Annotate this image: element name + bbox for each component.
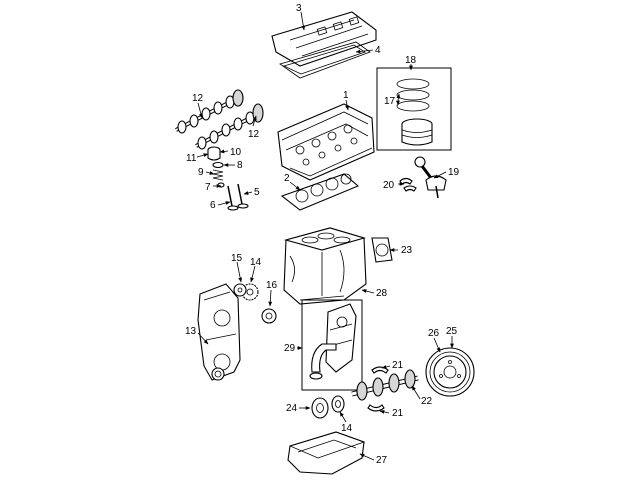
main-bearing-lower: [367, 404, 385, 412]
intake-valve: [227, 185, 239, 211]
head-gasket: [280, 173, 360, 211]
valve-spring: [212, 169, 224, 181]
main-bearing-upper: [371, 366, 389, 374]
callout-19: 19: [448, 167, 460, 178]
rear-main-seal: [371, 237, 393, 263]
callout-6: 6: [210, 200, 216, 211]
engine-block: [283, 227, 367, 305]
callout-9: 9: [198, 167, 204, 178]
callout-11: 11: [186, 153, 197, 164]
timing-cover: [197, 283, 241, 381]
rod-bolt: [435, 185, 439, 199]
callout-13: 13: [185, 326, 197, 337]
front-seal: [211, 367, 225, 381]
leader-lines: [196, 11, 454, 461]
callout-21-bottom: 21: [392, 408, 404, 419]
callout-22: 22: [421, 396, 433, 407]
valve-cover: [271, 11, 377, 67]
piston: [401, 118, 433, 146]
valve-lifter: [207, 146, 221, 161]
valve-cover-gasket: [279, 41, 371, 79]
callout-7: 7: [205, 182, 211, 193]
callout-10: 10: [230, 147, 242, 158]
callout-5: 5: [254, 187, 260, 198]
callout-12-bottom: 12: [248, 129, 260, 140]
callout-20: 20: [383, 180, 395, 191]
callout-12-top: 12: [192, 93, 204, 104]
oil-pan: [287, 431, 366, 475]
piston-rings: [396, 78, 430, 112]
camshaft-intake: [175, 89, 244, 134]
valve-spring-retainer: [212, 161, 224, 169]
callout-24: 24: [286, 403, 298, 414]
oil-pickup-tube: [309, 343, 337, 380]
crankshaft: [351, 369, 419, 401]
callout-15: 15: [231, 253, 243, 264]
callout-27: 27: [376, 455, 388, 466]
exhaust-valve: [237, 183, 249, 209]
timing-idler-pulley: [261, 308, 277, 324]
timing-sprocket-small: [233, 283, 247, 297]
connecting-rod: [414, 156, 447, 191]
callout-28: 28: [376, 288, 388, 299]
callout-17: 17: [384, 96, 396, 107]
flywheel: [433, 355, 467, 389]
callout-1: 1: [343, 90, 349, 101]
rod-bearing: [399, 177, 417, 192]
crankshaft-sprocket: [331, 395, 345, 413]
callout-14-top: 14: [250, 257, 262, 268]
callout-2: 2: [284, 173, 290, 184]
callout-4: 4: [375, 45, 381, 56]
callout-labels: 3 4 18 17 1 12 12 11 10 9 8 7 5 6 2 19 2…: [185, 3, 460, 466]
callout-16: 16: [266, 280, 278, 291]
oil-pump: [325, 303, 357, 373]
callout-8: 8: [237, 160, 243, 171]
callout-21-top: 21: [392, 360, 404, 371]
cylinder-head: [277, 103, 375, 181]
callout-29: 29: [284, 343, 296, 354]
callout-26: 26: [428, 328, 440, 339]
oil-pump-box: [301, 299, 363, 391]
callout-18: 18: [405, 55, 417, 66]
callout-14-bottom: 14: [341, 423, 353, 434]
callout-25: 25: [446, 326, 458, 337]
callout-23: 23: [401, 245, 413, 256]
crankshaft-pulley: [311, 397, 329, 419]
callout-3: 3: [296, 3, 302, 14]
piston-kit-box: [376, 67, 452, 151]
